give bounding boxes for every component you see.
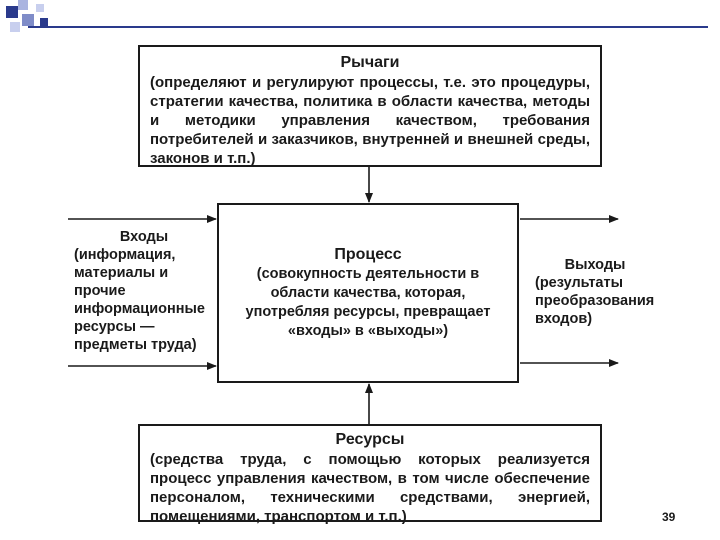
levers-body: (определяют и регулируют процессы, т.е. … xyxy=(150,74,590,167)
resources-box: Ресурсы (средства труда, с помощью котор… xyxy=(138,424,602,525)
inputs-label: Входы (информация, материалы и прочие ин… xyxy=(74,228,214,354)
levers-title: Рычаги xyxy=(340,54,400,71)
outputs-body: (результаты преобразования входов) xyxy=(535,275,655,327)
inputs-body: (информация, материалы и прочие информац… xyxy=(74,247,205,353)
resources-body: (средства труда, с помощью которых реали… xyxy=(150,451,590,525)
process-title: Процесс xyxy=(334,246,402,263)
header-rule xyxy=(28,26,708,28)
corner-decoration xyxy=(0,0,720,40)
process-body: (совокупность деятельности в области кач… xyxy=(245,266,491,339)
outputs-label: Выходы (результаты преобразования входов… xyxy=(535,256,655,328)
page-number: 39 xyxy=(662,510,676,524)
levers-box: Рычаги (определяют и регулируют процессы… xyxy=(138,45,602,167)
inputs-title: Входы xyxy=(119,229,169,245)
outputs-title: Выходы xyxy=(564,257,626,273)
process-box: Процесс (совокупность деятельности в обл… xyxy=(217,203,519,383)
resources-title: Ресурсы xyxy=(335,431,405,448)
